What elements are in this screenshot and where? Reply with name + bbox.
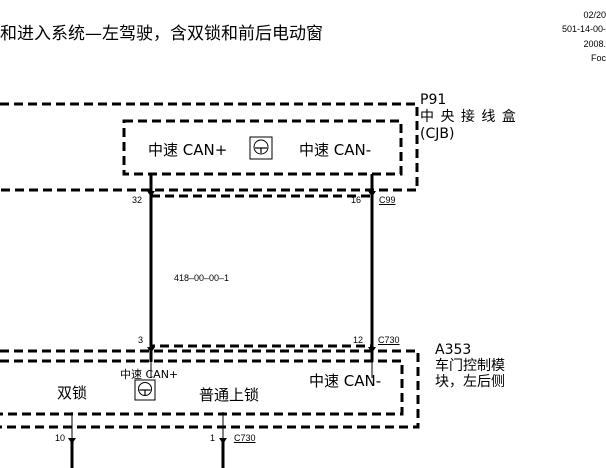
a353-normal-lock-label: 普通上锁 (199, 386, 260, 404)
pin-arrow-bottom-left (68, 438, 76, 444)
a353-name: 车门控制模 (435, 358, 505, 374)
page-title: 和进入系统—左驾驶，含双锁和前后电动窗 (0, 24, 323, 44)
header-year: 2008. (583, 39, 606, 49)
a353-outer-box (0, 349, 420, 429)
a353-connector-top: C730 (378, 335, 400, 345)
ground-module-icon (134, 379, 156, 401)
ground-module-icon (249, 136, 273, 160)
p91-id: P91 (420, 92, 447, 108)
p91-connector: C99 (379, 195, 396, 205)
a353-pin-left: 3 (138, 335, 144, 345)
header-model: Foc (590, 53, 606, 63)
wire-reference: 418–00–00–1 (174, 273, 230, 283)
a353-pin-right: 12 (353, 335, 364, 345)
a353-inner-box (0, 359, 404, 416)
twisted-pair-cage (149, 194, 374, 348)
p91-can-plus-label: 中速 CAN+ (148, 141, 228, 159)
a353-connector-bottom: C730 (234, 433, 256, 443)
header-date: 02/20 (583, 10, 606, 20)
a353-can-plus-label: 中速 CAN+ (120, 368, 179, 381)
p91-name: 中 央 接 线 盒 (420, 109, 517, 125)
pin-arrow-a353-left (147, 347, 155, 353)
a353-can-minus-label: 中速 CAN- (309, 372, 382, 390)
p91-name-abbr: (CJB) (420, 126, 455, 142)
p91-pin-left: 32 (132, 195, 143, 205)
p91-can-minus-label: 中速 CAN- (299, 141, 372, 159)
a353-id: A353 (435, 342, 472, 358)
pin-arrow-bottom-right (219, 438, 227, 444)
pin-arrow-p91-left (147, 191, 155, 197)
a353-pin-bottom-left: 10 (55, 433, 66, 443)
a353-double-lock-label: 双锁 (57, 384, 88, 402)
header-doc-number: 501-14-00- (561, 24, 606, 34)
pin-arrow-a353-right (368, 347, 376, 353)
a353-pin-bottom-right: 1 (210, 433, 216, 443)
pin-arrow-p91-right (368, 191, 376, 197)
a353-name-line2: 块，左后侧 (435, 374, 505, 390)
p91-inner-box (122, 119, 403, 176)
p91-pin-right: 16 (351, 195, 362, 205)
